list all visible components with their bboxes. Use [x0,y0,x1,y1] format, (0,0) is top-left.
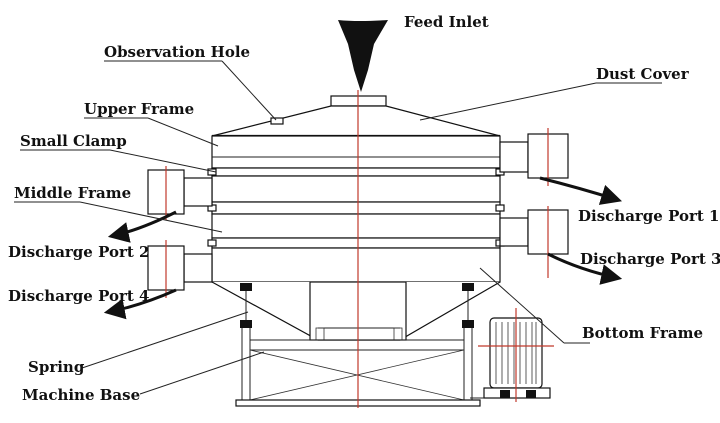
label-machine-base: Machine Base [22,386,140,404]
flow-arrows [103,176,623,320]
centerlines [165,90,554,408]
discharge-port-2 [147,169,213,215]
leader-lines [14,60,662,395]
label-discharge-port-3: Discharge Port 3 [580,250,720,268]
labels: Feed Inlet Observation Hole Dust Cover U… [8,13,720,404]
middle-frame [211,175,501,203]
discharge-port-4 [147,245,213,291]
label-observation-hole: Observation Hole [104,43,250,61]
label-dust-cover: Dust Cover [596,65,690,83]
bottom-frame [211,247,501,283]
observation-hole [270,117,284,125]
label-middle-frame: Middle Frame [14,184,131,202]
feed-inlet-funnel [338,20,388,92]
label-bottom-frame: Bottom Frame [582,324,703,342]
label-feed-inlet: Feed Inlet [404,13,489,31]
small-clamp [211,167,501,177]
label-small-clamp: Small Clamp [20,132,127,150]
discharge-port-3 [499,209,569,255]
label-discharge-port-2: Discharge Port 2 [8,243,149,261]
spring [240,283,474,328]
label-discharge-port-4: Discharge Port 4 [8,287,149,305]
label-upper-frame: Upper Frame [84,100,194,118]
motor [470,317,551,399]
sieve-machine-body [207,95,505,341]
label-spring: Spring [28,358,85,376]
upper-frame [211,135,501,169]
discharge-port-1 [499,133,569,179]
label-discharge-port-1: Discharge Port 1 [578,207,719,225]
